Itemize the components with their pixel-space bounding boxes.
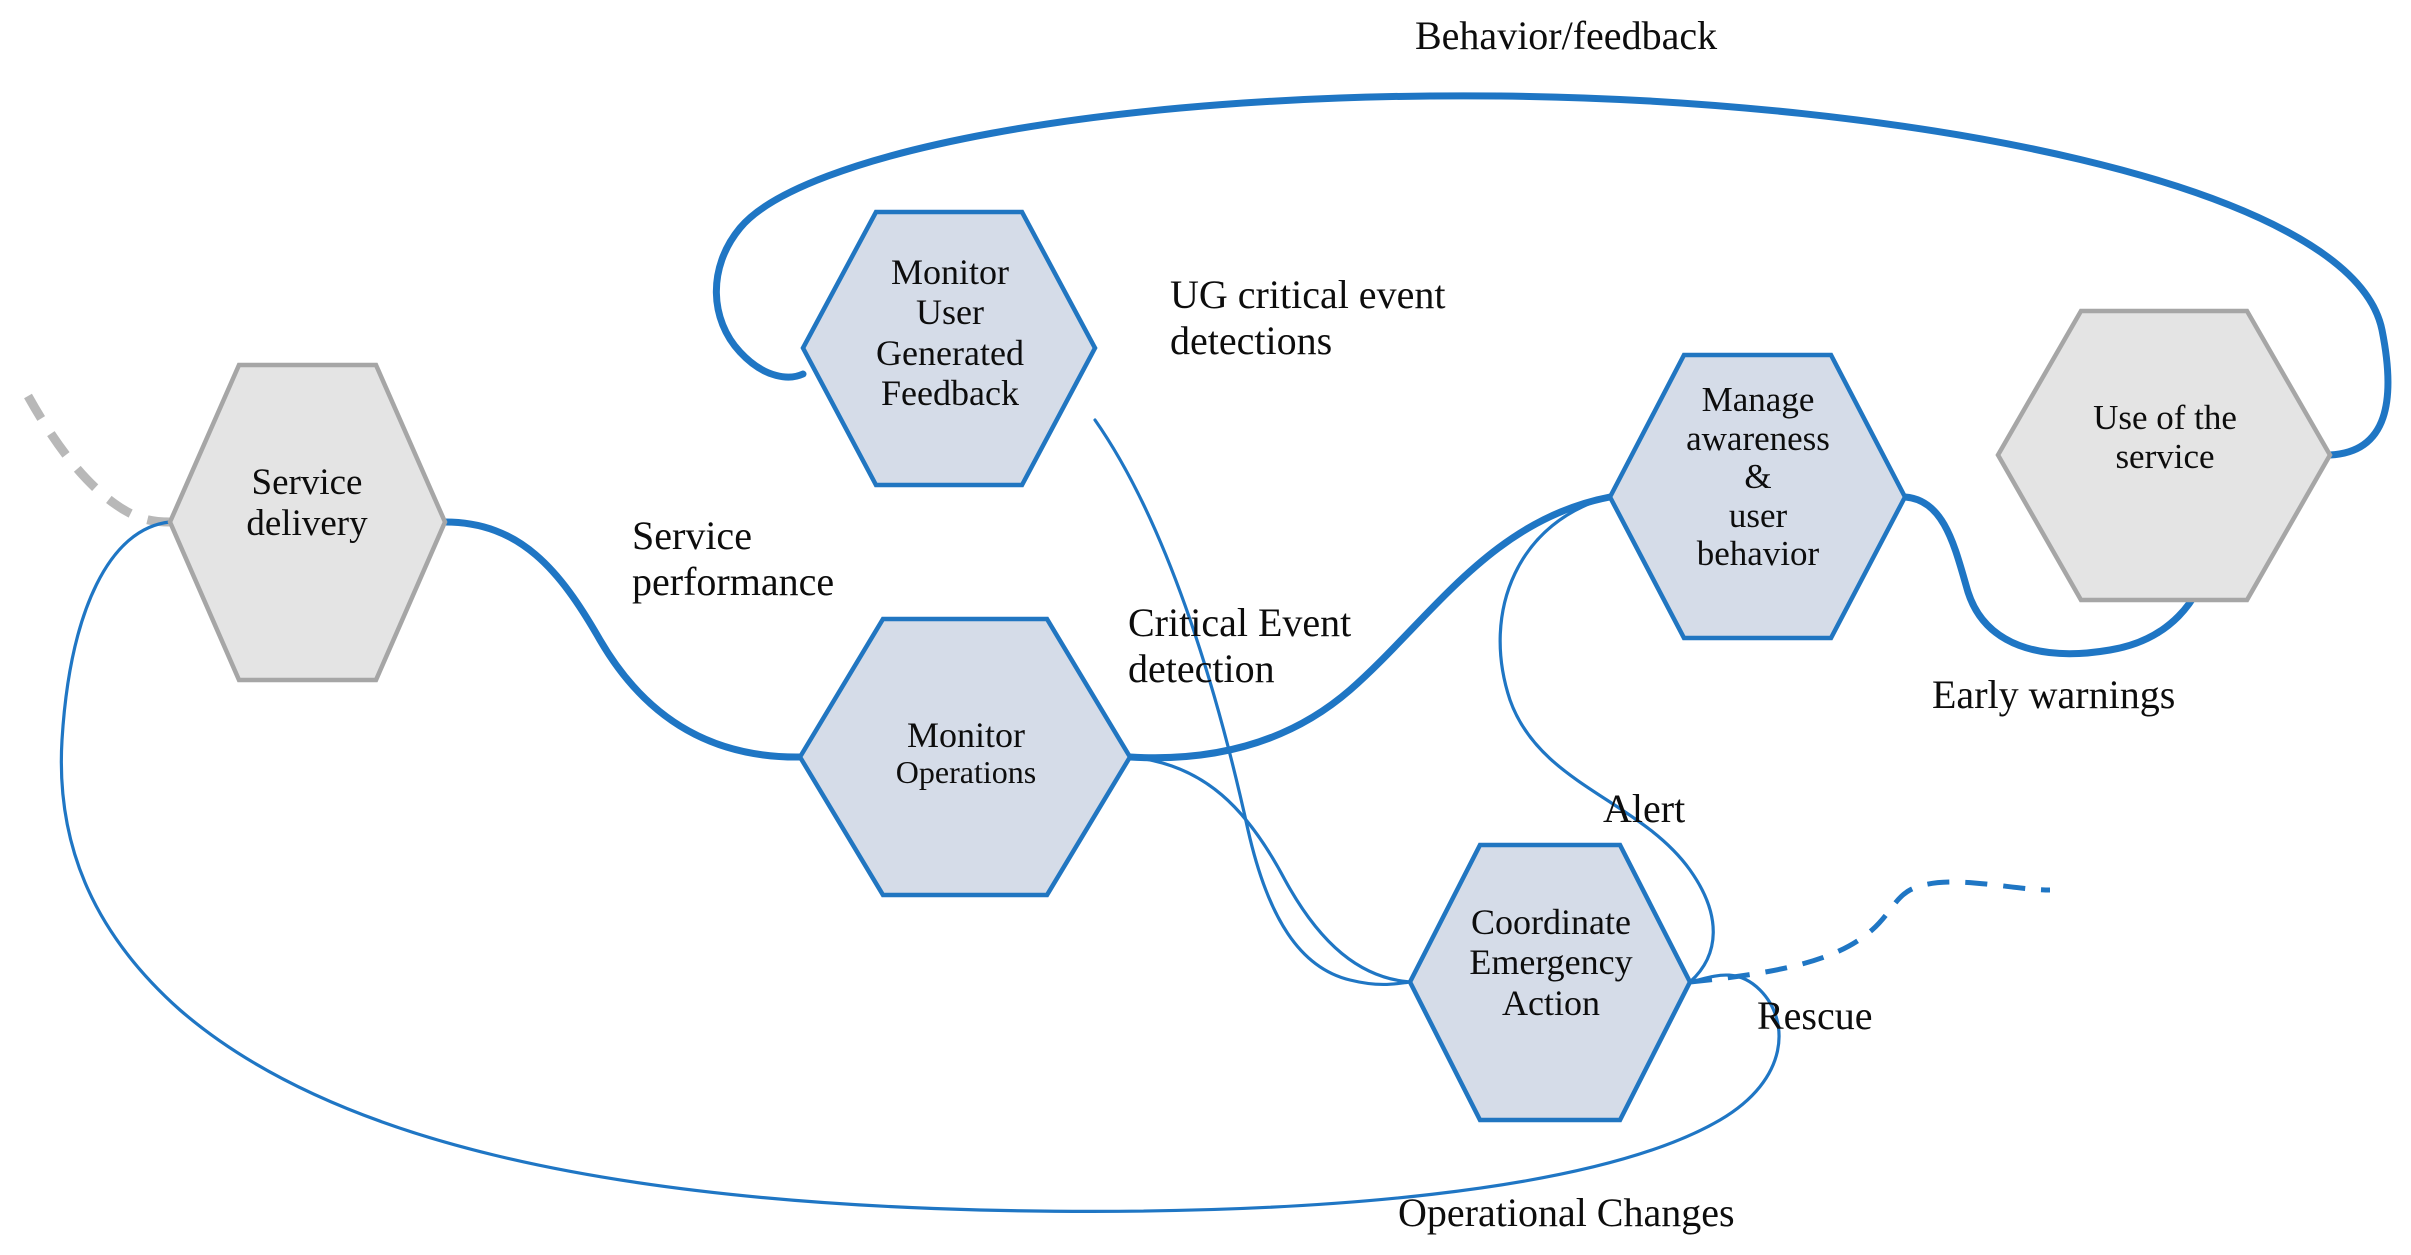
edge-label-service-performance: Service performance: [632, 513, 834, 604]
edge-label-line: Early warnings: [1932, 672, 2176, 717]
node-manage-awareness-user-behavior-shape[interactable]: [1607, 352, 1908, 641]
connector-ug-critical-event-detections: [1093, 418, 1412, 987]
edge-label-line: Alert: [1603, 786, 1686, 831]
connector-operations-to-emergency: [1128, 755, 1412, 984]
edge-label-alert: Alert: [1603, 786, 1685, 832]
edge-label-ug-critical-event-detections: UG critical event detections: [1170, 272, 1445, 363]
connector-service-performance: [441, 518, 804, 761]
connector-behavior-feedback: [712, 92, 2392, 459]
node-use-of-the-service-shape[interactable]: [1995, 308, 2333, 603]
edge-label-line: UG critical event: [1170, 272, 1446, 317]
edge-label-rescue: Rescue: [1757, 993, 1873, 1039]
edge-label-critical-event-detection: Critical Event detection: [1128, 600, 1351, 691]
connector-operational-changes: [59, 520, 1781, 1213]
edge-label-line: performance: [632, 558, 835, 604]
edge-label-line: Critical Event: [1128, 600, 1352, 645]
node-coordinate-emergency-action-shape[interactable]: [1407, 842, 1693, 1123]
edge-label-line: detections: [1170, 317, 1333, 363]
edge-label-early-warnings: Early warnings: [1932, 672, 2175, 718]
node-monitor-operations-shape[interactable]: [797, 616, 1133, 898]
connector-alert: [1498, 495, 1715, 984]
connector-critical-event-detection: [1126, 493, 1614, 762]
edge-label-line: Behavior/feedback: [1415, 13, 1718, 58]
edge-label-line: Operational Changes: [1398, 1190, 1735, 1235]
edge-label-line: detection: [1128, 645, 1275, 691]
node-service-delivery-shape[interactable]: [167, 362, 448, 683]
edge-label-operational-changes: Operational Changes: [1398, 1190, 1735, 1236]
connector-rescue: [1689, 879, 2051, 985]
edge-label-line: Rescue: [1757, 993, 1873, 1038]
node-monitor-user-generated-feedback-shape[interactable]: [800, 209, 1098, 488]
edge-label-behavior-feedback: Behavior/feedback: [1415, 13, 1717, 59]
connector-inbound-dashed: [24, 393, 171, 527]
edge-label-line: Service: [632, 513, 752, 558]
